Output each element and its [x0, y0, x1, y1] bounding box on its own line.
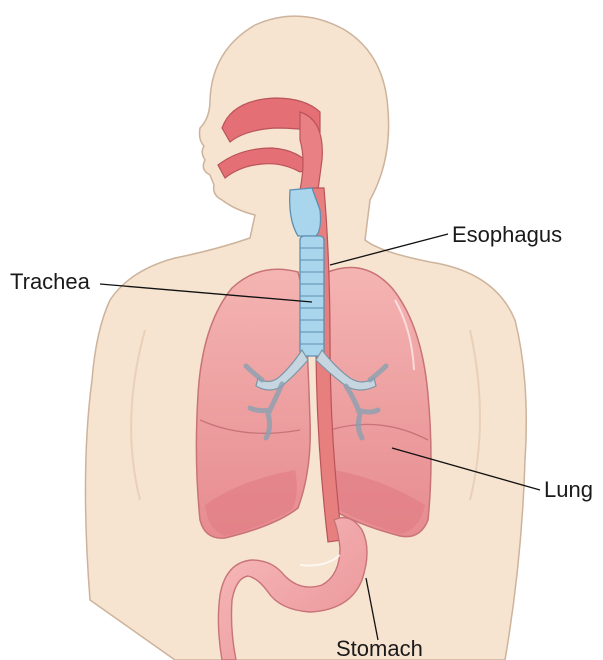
- trachea-label: Trachea: [10, 269, 91, 294]
- stomach-label: Stomach: [336, 636, 423, 660]
- esophagus-label: Esophagus: [452, 222, 562, 247]
- lung-label: Lung: [544, 477, 593, 502]
